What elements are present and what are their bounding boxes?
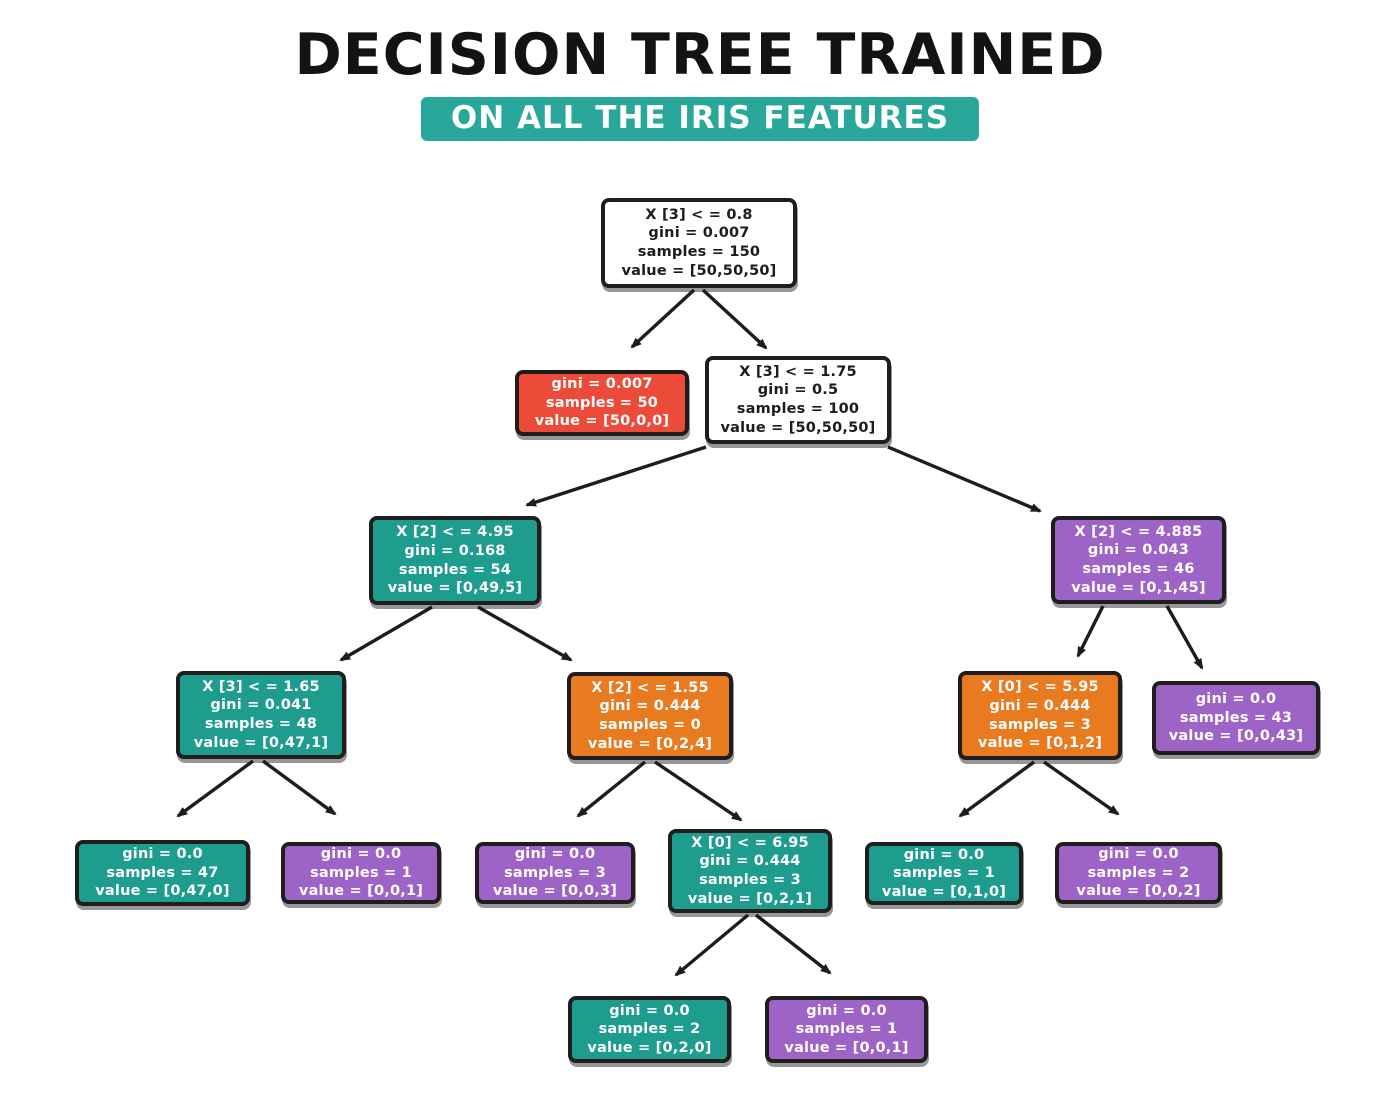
node-leaf-versicolor-47: gini = 0.0 samples = 47 value = [0,47,0] xyxy=(75,840,250,906)
gini-value: gini = 0.0 xyxy=(1195,691,1277,708)
gini-value: gini = 0.0 xyxy=(320,846,402,863)
split-condition: X [3] < = 0.8 xyxy=(645,206,753,223)
split-condition: X [3] < = 1.75 xyxy=(739,363,857,380)
samples-count: samples = 3 xyxy=(504,864,606,881)
gini-value: gini = 0.0 xyxy=(903,846,985,863)
edge-n4l-to-leaf47 xyxy=(176,759,255,818)
gini-value: gini = 0.168 xyxy=(404,542,506,559)
class-values: value = [0,0,1] xyxy=(298,883,424,900)
node-split-petal-width-165: X [3] < = 1.65 gini = 0.041 samples = 48… xyxy=(176,671,346,759)
gini-value: gini = 0.0 xyxy=(122,846,203,863)
class-values: value = [0,2,0] xyxy=(587,1039,712,1056)
samples-count: samples = 2 xyxy=(598,1021,701,1038)
node-split-sepal-length-695: X [0] < = 6.95 gini = 0.444 samples = 3 … xyxy=(668,829,832,913)
samples-count: samples = 100 xyxy=(736,401,860,417)
samples-count: samples = 3 xyxy=(699,872,801,888)
node-leaf-virginica-3: gini = 0.0 samples = 3 value = [0,0,3] xyxy=(475,842,635,904)
node-split-petal-length-495: X [2] < = 4.95 gini = 0.168 samples = 54… xyxy=(369,516,541,605)
node-split-petal-width-175: X [3] < = 1.75 gini = 0.5 samples = 100 … xyxy=(705,356,891,444)
node-leaf-virginica-1: gini = 0.0 samples = 1 value = [0,0,1] xyxy=(281,842,441,904)
split-condition: X [0] < = 6.95 xyxy=(691,834,809,851)
samples-count: samples = 1 xyxy=(893,865,995,882)
edge-n5-to-leaf020 xyxy=(674,913,750,977)
class-values: value = [0,0,3] xyxy=(492,883,618,900)
samples-count: samples = 2 xyxy=(1087,864,1190,881)
node-split-petal-length-4885: X [2] < = 4.885 gini = 0.043 samples = 4… xyxy=(1051,516,1226,604)
edge-n2-to-n3-right xyxy=(887,445,1042,513)
gini-value: gini = 0.007 xyxy=(648,225,750,242)
gini-value: gini = 0.0 xyxy=(806,1002,887,1019)
gini-value: gini = 0.043 xyxy=(1087,542,1190,559)
class-values: value = [0,1,2] xyxy=(977,735,1103,752)
class-values: value = [50,50,50] xyxy=(720,419,876,436)
edge-root-to-setosa xyxy=(630,288,696,349)
split-condition: X [2] < = 4.885 xyxy=(1074,523,1203,540)
samples-count: samples = 150 xyxy=(637,244,761,260)
gini-value: gini = 0.444 xyxy=(699,853,801,870)
samples-count: samples = 46 xyxy=(1082,561,1195,577)
gini-value: gini = 0.0 xyxy=(609,1002,690,1019)
class-values: value = [0,47,0] xyxy=(95,883,230,900)
samples-count: samples = 0 xyxy=(599,717,701,733)
class-values: value = [0,1,0] xyxy=(881,883,1007,900)
samples-count: samples = 50 xyxy=(545,394,659,411)
split-condition: X [3] < = 1.65 xyxy=(202,678,320,695)
class-values: value = [0,47,1] xyxy=(193,734,329,751)
class-values: value = [50,50,50] xyxy=(621,262,777,279)
node-root-split: X [3] < = 0.8 gini = 0.007 samples = 150… xyxy=(601,198,797,288)
split-condition: X [2] < = 4.95 xyxy=(396,524,514,541)
samples-count: samples = 1 xyxy=(310,864,412,881)
edge-n4m-to-leaf003 xyxy=(576,760,647,818)
page-title: DECISION TREE TRAINED xyxy=(294,22,1106,88)
class-values: value = [0,0,1] xyxy=(784,1039,909,1056)
edge-root-to-n2 xyxy=(701,288,768,350)
class-values: value = [0,2,4] xyxy=(587,735,713,752)
gini-value: gini = 0.007 xyxy=(551,376,653,393)
page-subtitle: ON ALL THE IRIS FEATURES xyxy=(420,97,980,141)
node-leaf-versicolor-2: gini = 0.0 samples = 2 value = [0,2,0] xyxy=(568,996,731,1063)
edge-n3l-to-n4-left xyxy=(339,605,433,662)
edge-n3l-to-n4-mid xyxy=(477,605,573,662)
samples-count: samples = 47 xyxy=(106,864,219,881)
node-leaf-virginica-1b: gini = 0.0 samples = 1 value = [0,0,1] xyxy=(765,996,928,1063)
class-values: value = [0,0,2] xyxy=(1076,883,1201,900)
edge-n4l-to-leaf001a xyxy=(261,759,337,816)
edge-n4m-to-n5 xyxy=(654,760,743,822)
gini-value: gini = 0.5 xyxy=(757,382,839,399)
samples-count: samples = 48 xyxy=(204,716,318,732)
split-condition: X [2] < = 1.55 xyxy=(591,679,709,696)
edge-n5-to-leaf001b xyxy=(754,913,832,975)
node-leaf-versicolor-1: gini = 0.0 samples = 1 value = [0,1,0] xyxy=(865,842,1023,905)
class-values: value = [0,1,45] xyxy=(1071,579,1206,596)
samples-count: samples = 43 xyxy=(1179,709,1293,726)
edge-n3r-to-n4-right xyxy=(1076,605,1105,658)
edge-n2-to-n3-left xyxy=(525,445,707,507)
samples-count: samples = 1 xyxy=(795,1021,898,1038)
node-split-sepal-length-595: X [0] < = 5.95 gini = 0.444 samples = 3 … xyxy=(958,671,1122,760)
gini-value: gini = 0.0 xyxy=(514,846,596,863)
class-values: value = [0,2,1] xyxy=(687,890,813,907)
gini-value: gini = 0.0 xyxy=(1098,846,1179,863)
edge-n4r-to-leaf002 xyxy=(1043,760,1120,816)
edge-n3r-to-leaf43 xyxy=(1165,605,1204,670)
class-values: value = [0,0,43] xyxy=(1168,728,1304,745)
node-leaf-setosa: gini = 0.007 samples = 50 value = [50,0,… xyxy=(515,370,689,436)
node-leaf-virginica-43: gini = 0.0 samples = 43 value = [0,0,43] xyxy=(1152,681,1320,755)
gini-value: gini = 0.444 xyxy=(989,697,1091,714)
edge-n4r-to-leaf010 xyxy=(958,760,1036,818)
samples-count: samples = 3 xyxy=(989,716,1091,733)
node-leaf-virginica-2: gini = 0.0 samples = 2 value = [0,0,2] xyxy=(1055,842,1222,904)
gini-value: gini = 0.444 xyxy=(599,698,701,715)
class-values: value = [50,0,0] xyxy=(534,413,670,430)
node-split-petal-length-155: X [2] < = 1.55 gini = 0.444 samples = 0 … xyxy=(567,672,733,760)
gini-value: gini = 0.041 xyxy=(210,697,312,714)
class-values: value = [0,49,5] xyxy=(387,580,523,597)
split-condition: X [0] < = 5.95 xyxy=(981,679,1099,696)
samples-count: samples = 54 xyxy=(398,561,512,578)
